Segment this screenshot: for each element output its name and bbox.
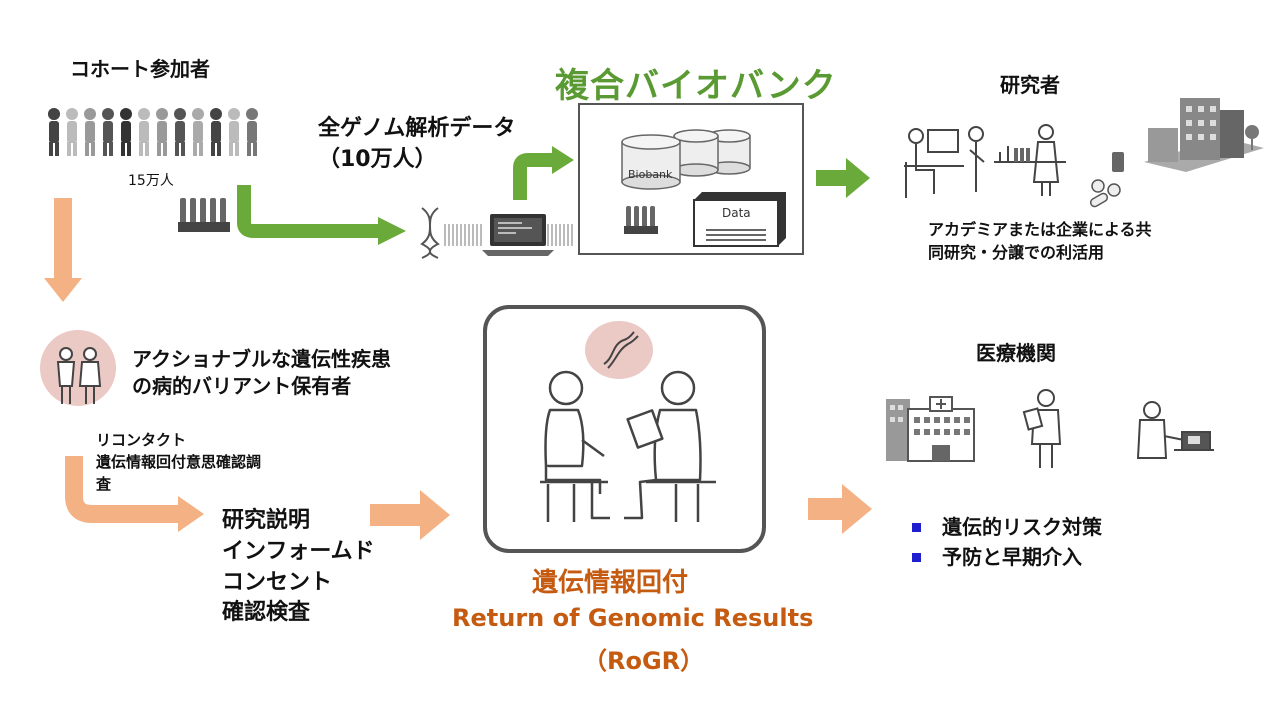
rogr-title-en: Return of Genomic Results [452,604,814,632]
orange-right-arrow-2 [808,484,872,534]
bullet-item: 遺伝的リスク対策 [912,512,1102,542]
biobank-tubes-icon [624,206,658,234]
bullet-square-icon [912,553,921,562]
cohort-title: コホート参加者 [70,57,210,81]
hospital-icon [886,396,975,462]
orange-right-arrow-1 [370,490,450,540]
blood-pressure-check-icon [1136,401,1214,459]
bullet-item: 予防と早期介入 [912,542,1102,572]
medical-bullets: 遺伝的リスク対策 予防と早期介入 [912,512,1102,572]
medical-title: 医療機関 [976,341,1056,365]
rogr-title-jp: 遺伝情報回付 [532,568,689,598]
biobank-drum-label: Biobank [628,168,673,181]
company-building-icon [1144,98,1264,172]
biobank-title: 複合バイオバンク [555,66,837,106]
bullet-square-icon [912,523,921,532]
orange-down-arrow [44,198,82,302]
carrier-couple-icon [40,330,116,406]
sequence-stream-icon-2 [547,224,573,246]
orange-recontact-arrow [65,456,204,532]
green-upload-arrow [513,146,574,200]
rogr-abbreviation: （RoGR） [583,647,705,675]
cohort-count: 15万人 [128,173,174,189]
green-sequencing-arrow [237,185,406,245]
researcher-title: 研究者 [1000,73,1060,97]
rogr-box [483,305,766,553]
medicine-pills-icon [1089,152,1124,208]
green-right-arrow [816,158,870,198]
laptop-icon [482,214,554,256]
data-label: Data [722,206,751,220]
dna-bubble-icon [585,321,653,379]
consent-steps: 研究説明 インフォームド コンセント 確認検査 [222,508,375,626]
recontact-description: リコンタクト 遺伝情報回付意思確認調 査 [96,431,262,493]
genome-data-label: 全ゲノム解析データ （10万人） [318,116,516,172]
cohort-people-icon [48,108,258,156]
data-storage-icon [693,192,786,247]
doctor-clipboard-icon [1022,389,1062,468]
carrier-description: アクショナブルな遺伝性疾患 の病的バリアント保有者 [132,347,391,398]
test-tube-rack-icon [178,198,230,232]
dna-icon [420,207,440,259]
doctor-patient-consultation-icon [540,370,716,522]
researchers-lab-icon [904,124,1066,198]
researcher-description: アカデミアまたは企業による共 同研究・分譲での利活用 [928,220,1152,263]
biobank-drums-icon [621,129,751,190]
sequence-stream-icon [444,224,482,246]
